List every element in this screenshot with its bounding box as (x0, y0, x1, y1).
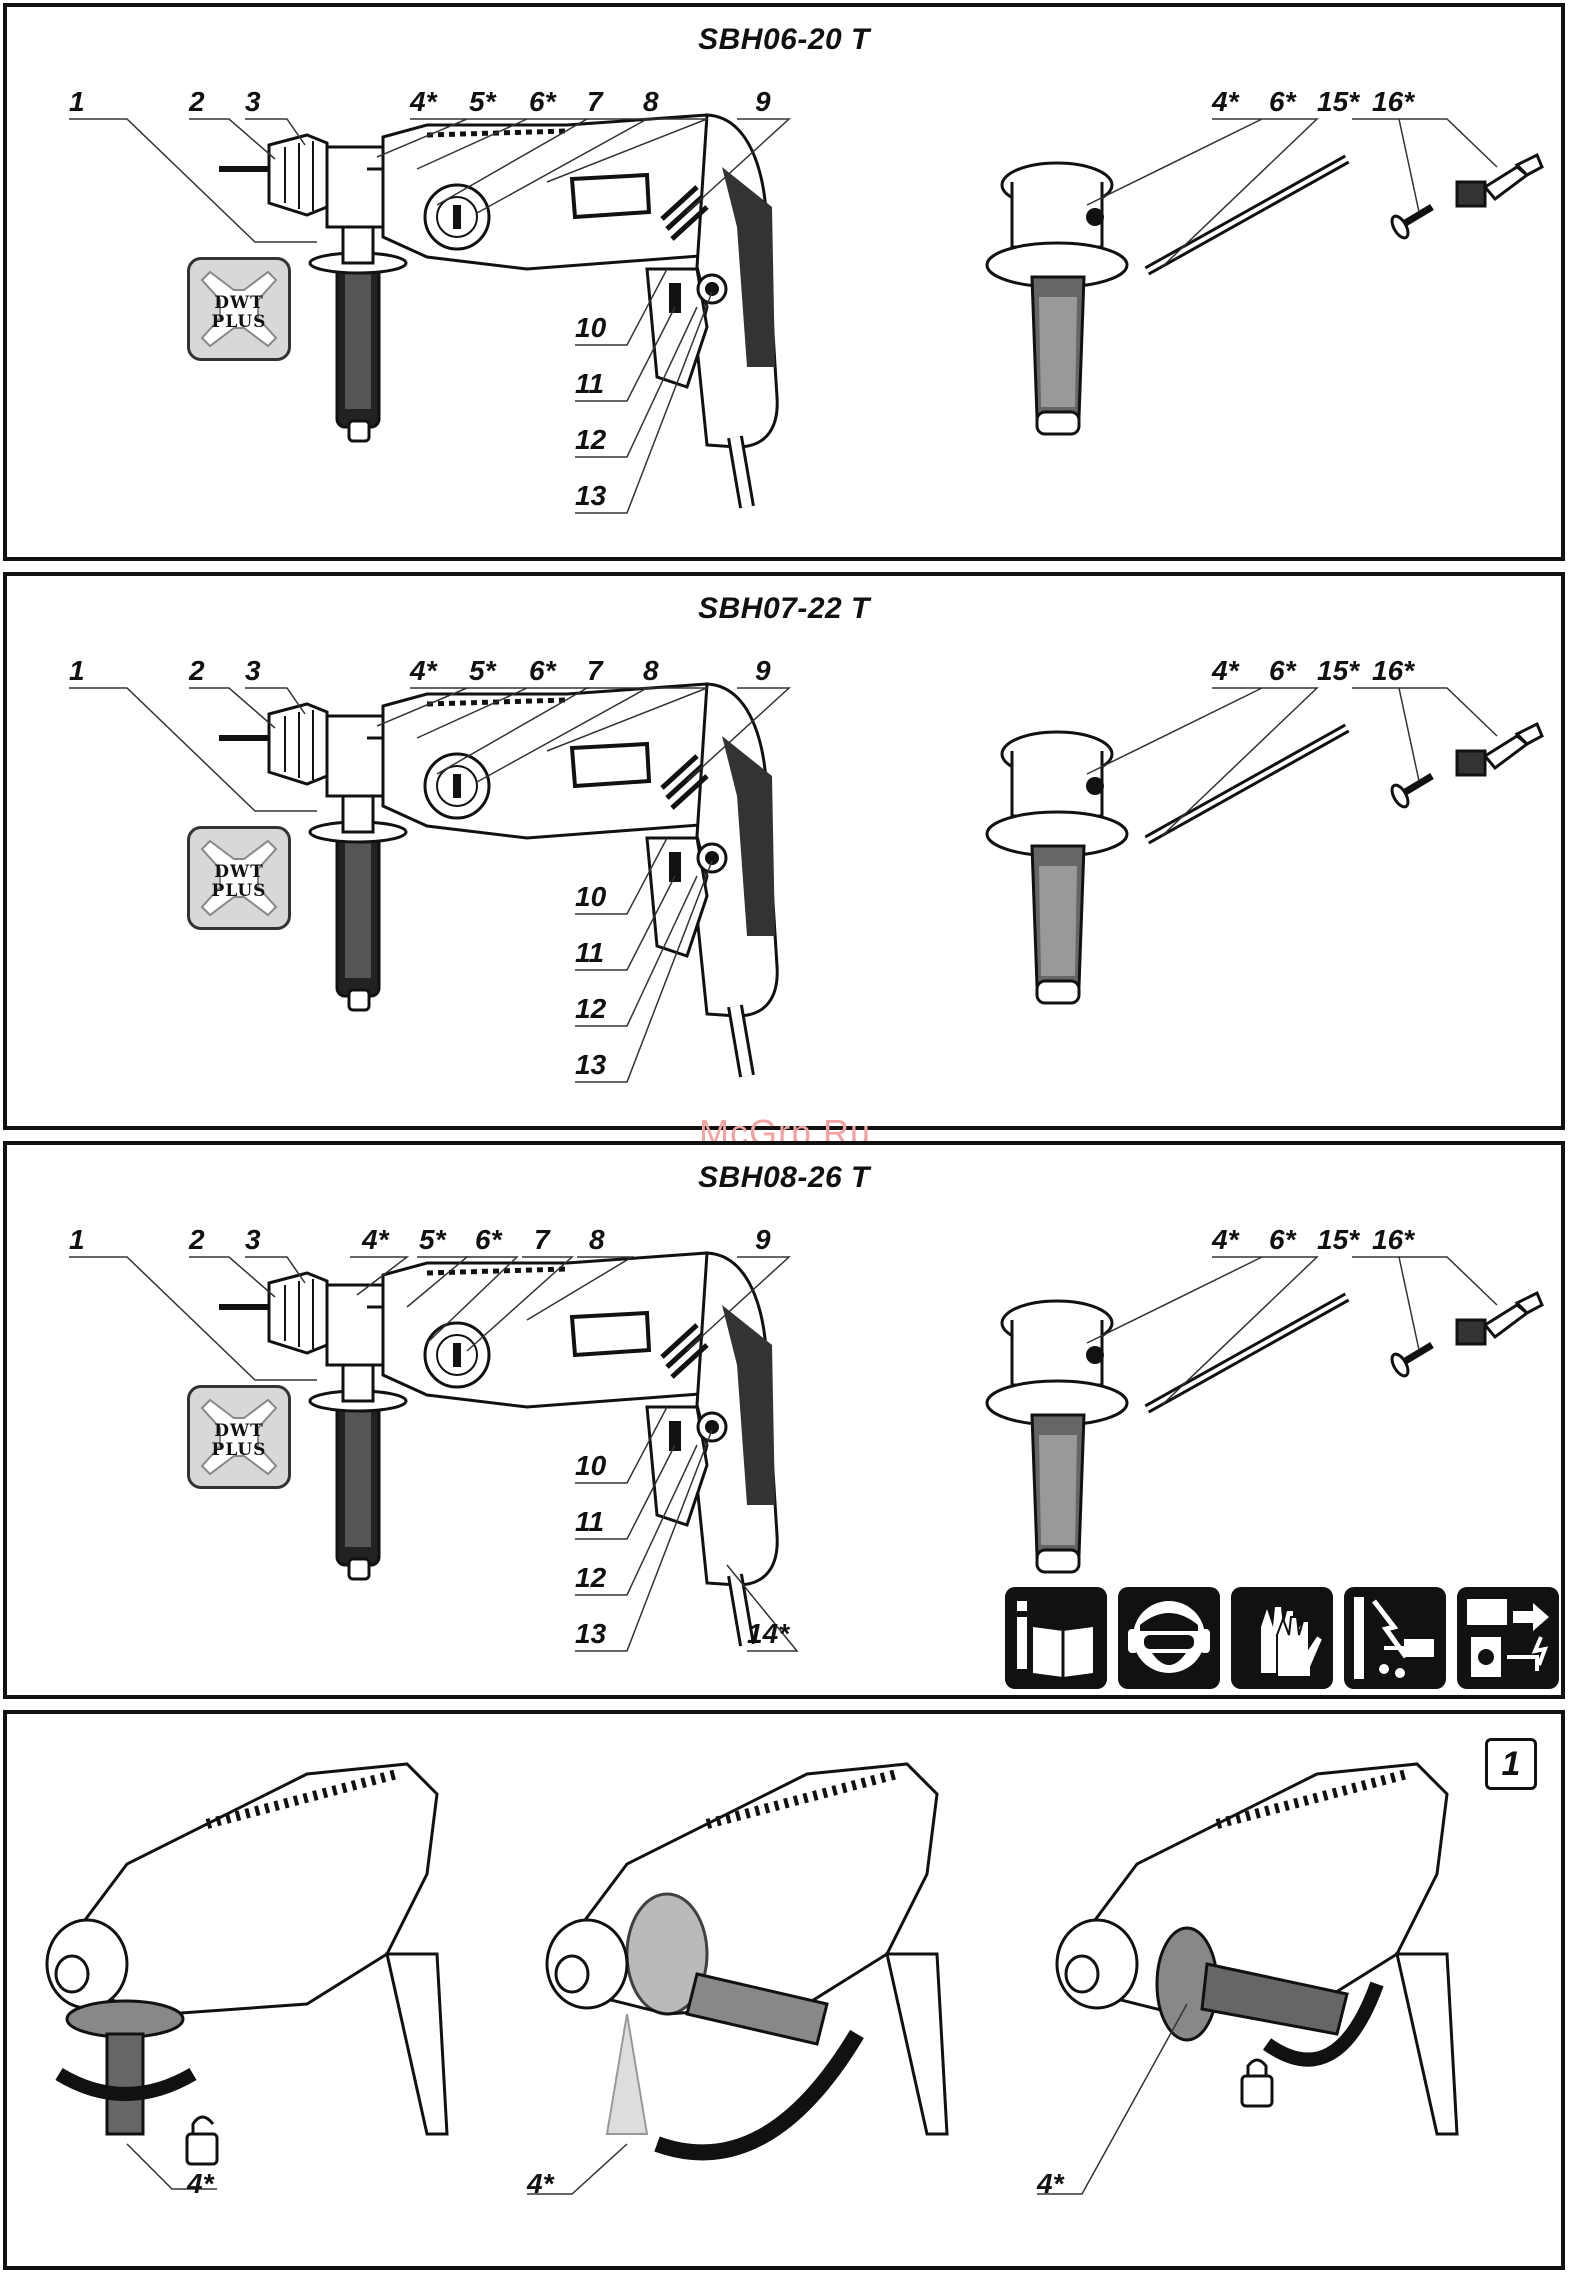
callout-14: 14* (747, 1619, 789, 1649)
assembly-step-1 (47, 1764, 447, 2189)
model-panel-sbh06: SBH06-20 T DWT PLUS (3, 3, 1565, 561)
callout-13: 13 (575, 481, 606, 511)
hidden-wiring-icon (1344, 1587, 1446, 1689)
callout-1: 1 (69, 656, 85, 686)
callout-acc-15: 15* (1317, 87, 1359, 117)
callout-11: 11 (575, 1507, 604, 1537)
callout-acc-4: 4* (1212, 1225, 1238, 1255)
callout-acc-16: 16* (1372, 87, 1414, 117)
dwt-plus-logo: DWT PLUS (187, 1385, 291, 1489)
assembly-diagram (7, 1714, 1569, 2274)
callout-4: 4* (362, 1225, 388, 1255)
assembly-step-2-label: 4* (527, 2169, 553, 2199)
callout-acc-16: 16* (1372, 1225, 1414, 1255)
model-panel-sbh08: SBH08-26 T DWT PLUS (3, 1141, 1565, 1699)
protective-mask-icon (1118, 1587, 1220, 1689)
callout-6: 6* (475, 1225, 501, 1255)
assembly-step-2 (527, 1764, 947, 2194)
callout-5: 5* (469, 656, 495, 686)
callout-3: 3 (245, 656, 261, 686)
dwt-plus-logo: DWT PLUS (187, 257, 291, 361)
callout-13: 13 (575, 1619, 606, 1649)
callout-9: 9 (755, 1225, 771, 1255)
callout-3: 3 (245, 1225, 261, 1255)
callout-7: 7 (534, 1225, 550, 1255)
callout-2: 2 (189, 656, 205, 686)
callout-11: 11 (575, 369, 604, 399)
callout-11: 11 (575, 938, 604, 968)
callout-8: 8 (643, 656, 659, 686)
callout-12: 12 (575, 1563, 606, 1593)
unplug-icon (1457, 1587, 1559, 1689)
callout-6: 6* (529, 656, 555, 686)
callout-5: 5* (469, 87, 495, 117)
callout-acc-6: 6* (1269, 1225, 1295, 1255)
callout-6: 6* (529, 87, 555, 117)
callout-10: 10 (575, 313, 606, 343)
callout-1: 1 (69, 87, 85, 117)
assembly-step-3 (1037, 1764, 1457, 2194)
callout-10: 10 (575, 882, 606, 912)
callout-13: 13 (575, 1050, 606, 1080)
callout-acc-4: 4* (1212, 656, 1238, 686)
callout-9: 9 (755, 87, 771, 117)
model-panel-sbh07: SBH07-22 T DWT PLUS 1 (3, 572, 1565, 1130)
callout-acc-4: 4* (1212, 87, 1238, 117)
callout-acc-6: 6* (1269, 656, 1295, 686)
callout-12: 12 (575, 425, 606, 455)
callout-12: 12 (575, 994, 606, 1024)
callout-2: 2 (189, 1225, 205, 1255)
dwt-plus-logo: DWT PLUS (187, 826, 291, 930)
callout-9: 9 (755, 656, 771, 686)
gloves-icon (1231, 1587, 1333, 1689)
callout-1: 1 (69, 1225, 85, 1255)
assembly-step-1-label: 4* (187, 2169, 213, 2199)
read-manual-icon (1005, 1587, 1107, 1689)
callout-acc-15: 15* (1317, 656, 1359, 686)
callout-acc-15: 15* (1317, 1225, 1359, 1255)
callout-3: 3 (245, 87, 261, 117)
callout-2: 2 (189, 87, 205, 117)
callout-4: 4* (410, 656, 436, 686)
callout-acc-6: 6* (1269, 87, 1295, 117)
callout-8: 8 (589, 1225, 605, 1255)
callout-acc-16: 16* (1372, 656, 1414, 686)
assembly-panel: 1 (3, 1710, 1565, 2270)
callout-7: 7 (587, 656, 603, 686)
callout-7: 7 (587, 87, 603, 117)
callout-10: 10 (575, 1451, 606, 1481)
callout-5: 5* (419, 1225, 445, 1255)
callout-4: 4* (410, 87, 436, 117)
assembly-step-3-label: 4* (1037, 2169, 1063, 2199)
callout-8: 8 (643, 87, 659, 117)
